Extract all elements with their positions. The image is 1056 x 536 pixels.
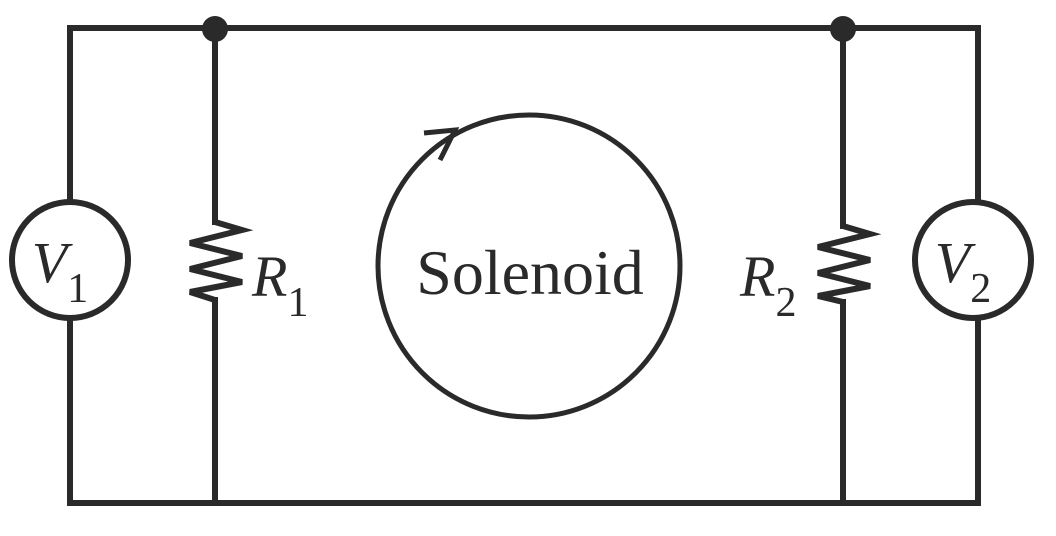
voltmeter-v1: V1 (9, 199, 131, 321)
clockwise-arrow-icon (423, 127, 460, 162)
voltmeter-v2: V2 (912, 199, 1034, 321)
voltmeter-v1-circle (9, 199, 131, 321)
junction-node-right (830, 16, 856, 42)
solenoid: Solenoid (375, 112, 683, 420)
resistor-r2-symbol: R (739, 244, 775, 309)
resistor-r1 (189, 219, 254, 303)
solenoid-label: Solenoid (416, 237, 644, 308)
voltmeter-v2-circle (912, 199, 1034, 321)
voltmeter-v2-symbol: V (935, 230, 977, 295)
voltmeter-v1-symbol: V (32, 230, 74, 295)
voltmeter-v1-subscript: 1 (67, 266, 88, 312)
resistor-r2-subscript: 2 (775, 280, 796, 326)
resistor-r1-subscript: 1 (287, 280, 308, 326)
resistor-r2-label: R2 (739, 244, 796, 326)
left-wire-bottom (67, 315, 981, 506)
resistor-r1-label: R1 (251, 244, 308, 326)
solenoid-loop (375, 112, 683, 420)
left-wire-top (67, 25, 981, 205)
voltmeter-v1-label: V1 (32, 230, 88, 312)
voltmeter-v2-subscript: 2 (970, 266, 991, 312)
resistor-r2 (817, 223, 882, 305)
resistor-r1-symbol: R (251, 244, 287, 309)
voltmeter-v2-label: V2 (935, 230, 991, 312)
junction-node-left (202, 16, 228, 42)
